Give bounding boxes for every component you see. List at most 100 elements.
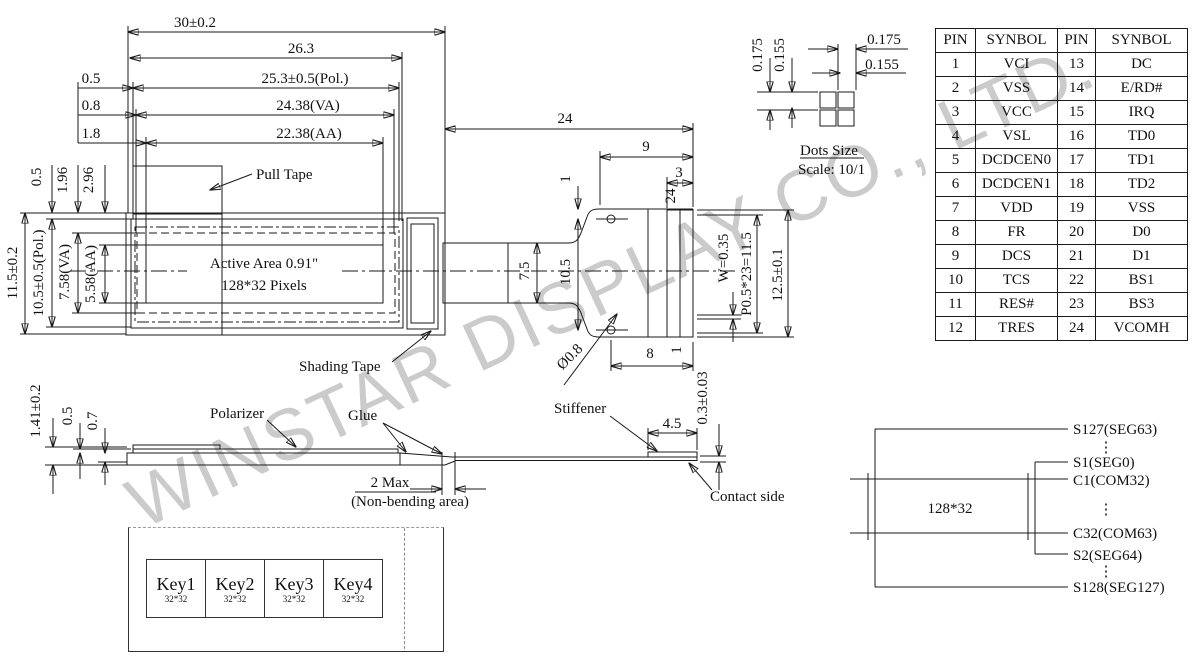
touch-keys-block: Key1 32*32 Key2 32*32 Key3 32*32 Key4 32… — [128, 527, 444, 652]
mapping-c1: C1(COM32) — [1073, 473, 1150, 489]
side-stiffener — [647, 451, 698, 458]
dot-pixel — [819, 109, 837, 127]
key-cell-4: Key4 32*32 — [323, 559, 383, 618]
side-glass — [126, 452, 401, 466]
pin-number: 24 — [1057, 316, 1096, 341]
dim-10-5-pol: 10.5±0.5(Pol.) — [31, 230, 47, 317]
mapping-ellipsis: ⋮ — [1099, 440, 1114, 456]
glue-label: Glue — [348, 408, 378, 424]
fpc-dim-9: 9 — [642, 139, 650, 155]
side-dim-0-7: 0.7 — [85, 411, 101, 430]
panel-glass-outline — [130, 218, 404, 329]
active-area-line1: Active Area 0.91" — [210, 256, 318, 272]
dots-size-scale: Scale: 10/1 — [798, 162, 865, 178]
shading-tape-label: Shading Tape — [299, 359, 381, 375]
dim-11-5: 11.5±0.2 — [5, 247, 21, 300]
pull-tape-label: Pull Tape — [256, 167, 313, 183]
key-size: 32*32 — [341, 593, 365, 604]
pin-symbol: IRQ — [1095, 100, 1188, 125]
pin-symbol: VSS — [1095, 196, 1188, 221]
pin-symbol: BS1 — [1095, 268, 1188, 293]
polarizer-label: Polarizer — [210, 406, 264, 422]
fpc-dim-3: 3 — [675, 165, 683, 181]
mapping-s2: S2(SEG64) — [1073, 548, 1142, 564]
pin-number: 12 — [935, 316, 976, 341]
pin-symbol: VCC — [975, 100, 1058, 125]
top-view-dimensions — [20, 26, 794, 386]
pin-number: 21 — [1057, 244, 1096, 269]
pin-symbol: FR — [975, 220, 1058, 245]
fpc-finger-width: W=0.35 — [716, 234, 732, 283]
header-pin: PIN — [935, 28, 976, 53]
side-polarizer — [132, 448, 399, 454]
dim-25-3: 25.3±0.5(Pol.) — [262, 71, 349, 87]
fpc-bottom-edge — [443, 302, 693, 338]
key-cell-1: Key1 32*32 — [146, 559, 206, 618]
pin-number: 14 — [1057, 76, 1096, 101]
pin-number: 1 — [935, 52, 976, 77]
shading-tape-inner — [410, 223, 435, 324]
dim-top-0-5: 0.5 — [29, 168, 45, 187]
pin-symbol: TD1 — [1095, 148, 1188, 173]
pin-symbol: TD2 — [1095, 172, 1188, 197]
dot-pixel — [819, 91, 837, 109]
mapping-s127: S127(SEG63) — [1073, 422, 1157, 438]
dim-24-38: 24.38(VA) — [276, 98, 339, 114]
dot-pixel — [837, 109, 855, 127]
pin-symbol: D1 — [1095, 244, 1188, 269]
fpc-height: 12.5±0.1 — [770, 248, 786, 301]
dim-5-58: 5.58(AA) — [83, 245, 99, 303]
pin-number: 15 — [1057, 100, 1096, 125]
fpc-hole-dia: Ø0.8 — [554, 341, 586, 373]
pin-symbol: TRES — [975, 316, 1058, 341]
mapping-s128: S128(SEG127) — [1073, 580, 1165, 596]
side-glue-wedge — [399, 452, 456, 466]
keys-dashed-divider — [404, 528, 405, 649]
dim-top-1-96: 1.96 — [55, 166, 71, 193]
side-dim-0-3: 0.3±0.03 — [695, 371, 711, 424]
key-size: 32*32 — [164, 593, 188, 604]
mapping-diagram: 128*32 S127(SEG63) S1(SEG0) C1(COM32) C3… — [850, 422, 1165, 596]
pin-number: 4 — [935, 124, 976, 149]
shading-tape-hatch — [406, 217, 439, 330]
header-synbol: SYNBOL — [975, 28, 1058, 53]
dots-size-detail: 0.175 0.155 0.175 0.155 Dots Size Scale:… — [750, 32, 908, 178]
pin-symbol: E/RD# — [1095, 76, 1188, 101]
pin-symbol: VSS — [975, 76, 1058, 101]
table-header-row: PIN SYNBOL PIN SYNBOL — [935, 28, 1188, 53]
pin-number: 3 — [935, 100, 976, 125]
keys-row: Key1 32*32 Key2 32*32 Key3 32*32 Key4 32… — [146, 559, 383, 618]
header-pin: PIN — [1057, 28, 1096, 53]
pin-number: 18 — [1057, 172, 1096, 197]
fpc-pitch: P0.5*23=11.5 — [739, 232, 755, 316]
stiffener-label: Stiffener — [554, 401, 606, 417]
key-label: Key4 — [333, 573, 373, 594]
key-size: 32*32 — [282, 593, 306, 604]
dot-pixel — [837, 91, 855, 109]
pin-number: 13 — [1057, 52, 1096, 77]
fpc-dim-1-top: 1 — [558, 175, 574, 183]
pin-symbol: TD0 — [1095, 124, 1188, 149]
pin-number: 10 — [935, 268, 976, 293]
module-outline — [125, 212, 446, 336]
pin-symbol: BS3 — [1095, 292, 1188, 317]
pin-symbol: DC — [1095, 52, 1188, 77]
side-dim-2max: 2 Max — [371, 475, 410, 491]
side-nonbending-label: (Non-bending area) — [351, 494, 469, 510]
dim-top-2-96: 2.96 — [81, 166, 97, 193]
pin-number: 17 — [1057, 148, 1096, 173]
panel-dashdot-outline — [134, 226, 400, 323]
mapping-s1: S1(SEG0) — [1073, 455, 1135, 471]
fpc-dim-8: 8 — [646, 346, 654, 362]
pin-number: 5 — [935, 148, 976, 173]
